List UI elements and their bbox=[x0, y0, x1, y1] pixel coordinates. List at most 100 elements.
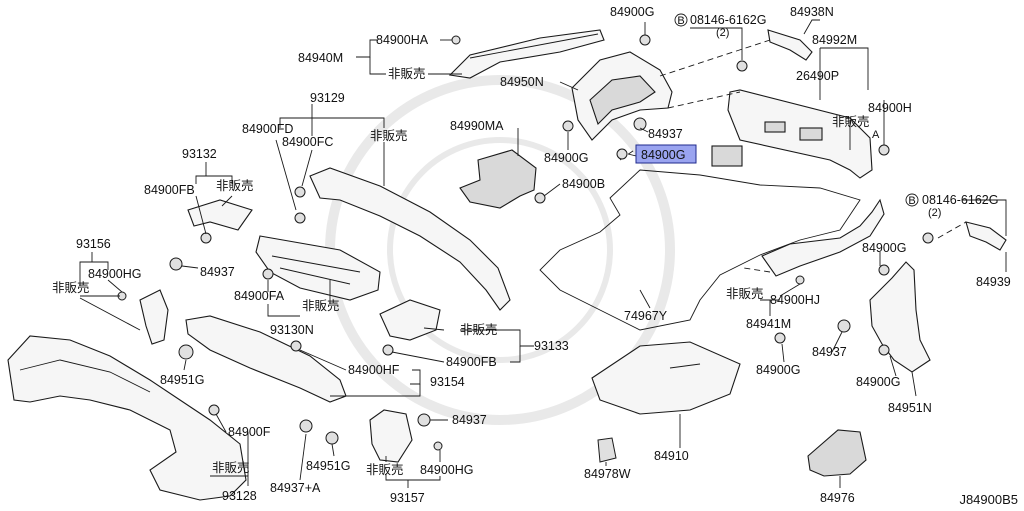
label-93132[interactable]: 93132 bbox=[182, 147, 217, 161]
label-84937-a[interactable]: 84937 bbox=[648, 127, 683, 141]
label-84992m[interactable]: 84992M bbox=[812, 33, 857, 47]
label-84937-d[interactable]: 84937 bbox=[812, 345, 847, 359]
part-74967y-floor-outline[interactable] bbox=[539, 169, 861, 331]
label-84951g-b[interactable]: 84951G bbox=[306, 459, 350, 473]
label-84900hg-a[interactable]: 84900HG bbox=[88, 267, 142, 281]
label-84941m[interactable]: 84941M bbox=[746, 317, 791, 331]
label-84900f[interactable]: 84900F bbox=[228, 425, 271, 439]
leader-lines bbox=[79, 19, 1007, 488]
label-84900g-c[interactable]: 84900G bbox=[756, 363, 800, 377]
bolt-symbol-icon-top bbox=[674, 13, 688, 27]
bolt-08146-right[interactable] bbox=[922, 232, 934, 244]
label-84910[interactable]: 84910 bbox=[654, 449, 689, 463]
clip-84900fc[interactable] bbox=[294, 186, 306, 198]
part-84951n-panel[interactable] bbox=[869, 261, 931, 373]
label-84900hg-b[interactable]: 84900HG bbox=[420, 463, 474, 477]
clip-84900g-top[interactable] bbox=[639, 34, 651, 46]
label-84900g-b[interactable]: 84900G bbox=[544, 151, 588, 165]
part-vent-grille[interactable] bbox=[711, 145, 743, 167]
label-84900fd[interactable]: 84900FD bbox=[242, 122, 293, 136]
clip-84951g-a[interactable] bbox=[178, 344, 194, 360]
label-84937-b[interactable]: 84937 bbox=[200, 265, 235, 279]
label-84900g-highlight[interactable]: 84900G bbox=[641, 148, 685, 162]
grommet-84937-d[interactable] bbox=[837, 319, 851, 333]
clip-84900g-e[interactable] bbox=[878, 344, 890, 356]
part-84939-bracket[interactable] bbox=[965, 221, 1007, 251]
label-84938n[interactable]: 84938N bbox=[790, 5, 834, 19]
part-93132-cover[interactable] bbox=[187, 199, 253, 231]
clip-84900g-b[interactable] bbox=[562, 120, 574, 132]
label-84951g-a[interactable]: 84951G bbox=[160, 373, 204, 387]
part-84978w-plug[interactable] bbox=[597, 437, 617, 463]
part-84940m-bracket[interactable] bbox=[448, 29, 605, 79]
part-84990ma-box[interactable] bbox=[459, 149, 537, 209]
grommet-84937a[interactable] bbox=[299, 419, 313, 433]
part-84941m-side[interactable] bbox=[761, 198, 885, 277]
label-08146-top[interactable]: 08146-6162G bbox=[690, 13, 766, 27]
clip-84900b[interactable] bbox=[534, 192, 546, 204]
label-84937a[interactable]: 84937+A bbox=[270, 481, 321, 495]
label-84976[interactable]: 84976 bbox=[820, 491, 855, 505]
clip-84900fd[interactable] bbox=[294, 212, 306, 224]
label-93154[interactable]: 93154 bbox=[430, 375, 465, 389]
clip-84900hg-b[interactable] bbox=[433, 441, 443, 451]
label-74967y[interactable]: 74967Y bbox=[624, 309, 668, 323]
part-93156-bracket[interactable] bbox=[139, 289, 169, 345]
clip-84900fa[interactable] bbox=[262, 268, 274, 280]
part-93128-panel[interactable] bbox=[7, 335, 247, 501]
label-93128[interactable]: 93128 bbox=[222, 489, 257, 503]
grommet-84937-b[interactable] bbox=[169, 257, 183, 271]
bolt-08146-top[interactable] bbox=[736, 60, 748, 72]
label-84900hj[interactable]: 84900HJ bbox=[770, 293, 820, 307]
label-84900g-top[interactable]: 84900G bbox=[610, 5, 654, 19]
label-84900g-e[interactable]: 84900G bbox=[856, 375, 900, 389]
clip-84900g-hl[interactable] bbox=[616, 148, 628, 160]
label-84990ma[interactable]: 84990MA bbox=[450, 119, 504, 133]
label-84900hf[interactable]: 84900HF bbox=[348, 363, 400, 377]
bolt-symbols: B B bbox=[674, 13, 919, 207]
label-84940m[interactable]: 84940M bbox=[298, 51, 343, 65]
part-93129-trim[interactable] bbox=[309, 167, 511, 311]
label-84951n[interactable]: 84951N bbox=[888, 401, 932, 415]
label-84900ha[interactable]: 84900HA bbox=[376, 33, 429, 47]
part-84976-piece[interactable] bbox=[807, 429, 867, 477]
clip-84900ha[interactable] bbox=[451, 35, 461, 45]
label-84900fa[interactable]: 84900FA bbox=[234, 289, 285, 303]
part-84910-mat[interactable] bbox=[591, 341, 741, 415]
clip-84900fb-a[interactable] bbox=[200, 232, 212, 244]
part-clip-slot-2 bbox=[799, 127, 823, 141]
highlighted-part-box[interactable] bbox=[635, 144, 697, 164]
label-84900fc[interactable]: 84900FC bbox=[282, 135, 333, 149]
label-84939[interactable]: 84939 bbox=[976, 275, 1011, 289]
label-84950n[interactable]: 84950N bbox=[500, 75, 544, 89]
clip-84900h[interactable] bbox=[878, 144, 890, 156]
label-93129[interactable]: 93129 bbox=[310, 91, 345, 105]
label-93130n[interactable]: 93130N bbox=[270, 323, 314, 337]
part-93133-cover[interactable] bbox=[379, 299, 441, 341]
clip-84900g-c[interactable] bbox=[774, 332, 786, 344]
clip-84900f[interactable] bbox=[208, 404, 220, 416]
label-84978w[interactable]: 84978W bbox=[584, 467, 631, 481]
label-26490p[interactable]: 26490P bbox=[796, 69, 839, 83]
label-93156[interactable]: 93156 bbox=[76, 237, 111, 251]
label-84937-c[interactable]: 84937 bbox=[452, 413, 487, 427]
grommet-84937-a[interactable] bbox=[633, 117, 647, 131]
label-84900g-d[interactable]: 84900G bbox=[862, 241, 906, 255]
part-93154-trim[interactable] bbox=[185, 315, 347, 403]
label-84900b[interactable]: 84900B bbox=[562, 177, 605, 191]
part-84938n-bracket[interactable] bbox=[767, 29, 813, 61]
grommet-84937-c[interactable] bbox=[417, 413, 431, 427]
part-clip-slot bbox=[764, 121, 786, 133]
clip-84900hj[interactable] bbox=[795, 275, 805, 285]
label-08146-right[interactable]: 08146-6162G bbox=[922, 193, 998, 207]
clip-84951g-b[interactable] bbox=[325, 431, 339, 445]
label-84900fb-b[interactable]: 84900FB bbox=[446, 355, 497, 369]
label-93133[interactable]: 93133 bbox=[534, 339, 569, 353]
clip-84900hf[interactable] bbox=[290, 340, 302, 352]
part-93157-cover[interactable] bbox=[369, 409, 413, 463]
label-84900h[interactable]: 84900H bbox=[868, 101, 912, 115]
clip-84900g-d[interactable] bbox=[878, 264, 890, 276]
label-93157[interactable]: 93157 bbox=[390, 491, 425, 505]
label-84900fb-a[interactable]: 84900FB bbox=[144, 183, 195, 197]
clip-84900fb-b[interactable] bbox=[382, 344, 394, 356]
